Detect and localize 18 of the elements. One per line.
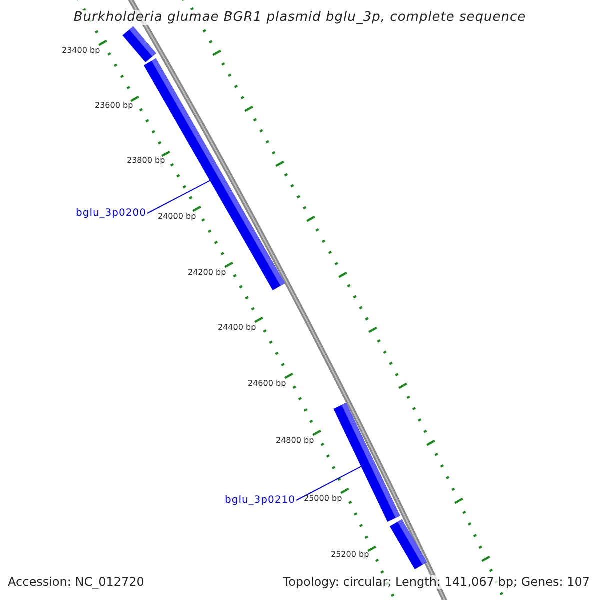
position-label: 25200 bp xyxy=(331,550,370,559)
position-label: 24000 bp xyxy=(158,212,196,221)
gene-arrow xyxy=(390,519,428,570)
position-label: 25000 bp xyxy=(304,494,342,503)
leader-line xyxy=(296,466,362,501)
gene-arrow xyxy=(122,26,156,63)
position-label: 23400 bp xyxy=(62,46,100,55)
gene-arrow xyxy=(334,402,400,522)
position-label: 24400 bp xyxy=(218,323,256,332)
topology-label: Topology: circular; Length: 141,067 bp; Genes: 107 xyxy=(283,575,590,589)
gene-label: bglu_3p0210 xyxy=(225,495,296,506)
position-label: 24600 bp xyxy=(248,379,286,388)
accession-label: Accession: NC_012720 xyxy=(8,575,144,589)
leader-line xyxy=(146,180,211,214)
title: Burkholderia glumae BGR1 plasmid bglu_3p, complete sequence xyxy=(74,10,526,25)
position-label: 23800 bp xyxy=(127,156,166,165)
gene-label: bglu_3p0200 xyxy=(76,208,146,219)
position-label: 24200 bp xyxy=(188,268,226,277)
